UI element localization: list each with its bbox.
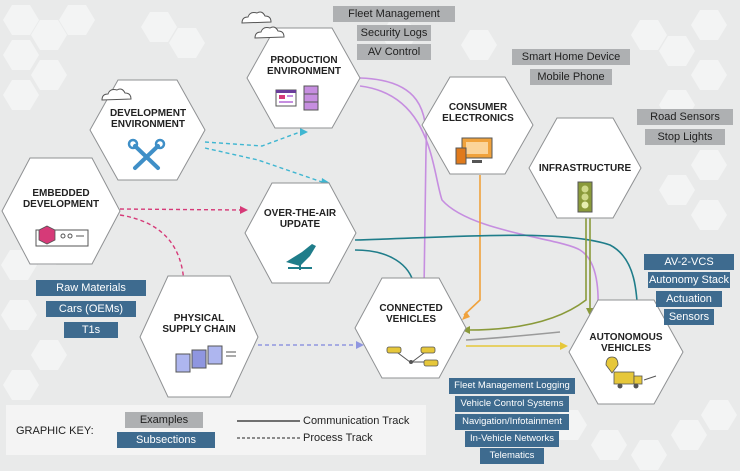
track-production-to-autonomous xyxy=(359,85,599,331)
track-development-to-ota xyxy=(204,147,323,183)
subsection-raw-materials: Raw Materials xyxy=(36,280,146,296)
subsection-vehicle-control-systems: Vehicle Control Systems xyxy=(455,396,569,412)
subsection-av-2-vcs-comms: AV-2-VCS Comms xyxy=(644,254,734,284)
communication-tracks xyxy=(354,77,639,347)
track-connected-to-autonomous-gray xyxy=(465,331,561,341)
example-security-logs: Security Logs xyxy=(357,25,431,41)
node-supply-label: PHYSICAL SUPPLY CHAIN xyxy=(162,313,236,335)
node-connected-label: CONNECTED VEHICLES xyxy=(379,303,443,325)
node-consumer-label: CONSUMER ELECTRONICS xyxy=(442,102,514,124)
node-development-label: DEVELOPMENT ENVIRONMENT xyxy=(109,108,187,130)
process-tracks xyxy=(119,131,356,346)
subsection-in-vehicle-networks: In-Vehicle Networks xyxy=(465,431,559,447)
subsection-autonomy-stack: Autonomy Stack xyxy=(648,272,730,288)
subsection-fleet-management-logging: Fleet Management Logging xyxy=(449,378,575,394)
hex-consumer xyxy=(421,76,534,175)
hex-embedded xyxy=(1,157,121,265)
example-fleet-management: Fleet Management xyxy=(333,6,455,22)
tools-icon xyxy=(127,138,166,170)
key-subsections-box: Subsections xyxy=(117,432,215,448)
server-window-icon xyxy=(275,85,319,111)
hex-infrastructure xyxy=(528,117,642,219)
devices-icon xyxy=(455,137,493,165)
hex-production xyxy=(246,27,361,129)
example-av-control: AV Control xyxy=(357,44,431,60)
track-infrastructure-to-connected xyxy=(467,218,587,331)
hex-development xyxy=(89,79,206,181)
example-road-sensors: Road Sensors xyxy=(637,109,733,125)
plane-download-icon xyxy=(286,244,316,270)
key-title: GRAPHIC KEY: xyxy=(16,425,94,437)
cloud-icon xyxy=(101,11,285,101)
hex-autonomous xyxy=(568,299,684,405)
boxes-icon xyxy=(175,345,236,373)
node-autonomous-label: AUTONOMOUS VEHICLES xyxy=(589,332,663,354)
connected-cars-icon xyxy=(386,346,439,367)
node-hexagons xyxy=(1,27,684,405)
hex-ota xyxy=(244,182,357,284)
track-production-to-connected xyxy=(359,77,428,291)
example-mobile-phone: Mobile Phone xyxy=(530,69,612,85)
autonomous-truck-icon xyxy=(605,356,657,389)
subsection-navigation-infotainment: Navigation/Infotainment xyxy=(455,414,569,430)
key-communication-label: Communication Track xyxy=(303,415,410,427)
track-embedded-to-supply xyxy=(119,214,185,286)
subsection-cars-oems: Cars (OEMs) xyxy=(46,301,136,317)
node-embedded-label: EMBEDDED DEVELOPMENT xyxy=(22,188,100,210)
track-consumer-to-connected xyxy=(463,175,481,316)
node-ota-label: OVER-THE-AIR UPDATE xyxy=(263,208,337,230)
chip-icon xyxy=(35,225,89,247)
subsection-sensors: Sensors xyxy=(664,309,714,325)
node-infrastructure-label: INFRASTRUCTURE xyxy=(538,163,632,174)
subsection-actuation: Actuation xyxy=(656,291,722,307)
subsection-t1s: T1s xyxy=(64,322,118,338)
traffic-light-icon xyxy=(577,181,593,213)
example-smart-home-device: Smart Home Device xyxy=(512,49,630,65)
track-embedded-to-ota xyxy=(119,208,241,211)
key-examples-box: Examples xyxy=(125,412,203,428)
hex-connected xyxy=(354,277,467,379)
track-development-to-production xyxy=(204,131,301,147)
node-production-label: PRODUCTION ENVIRONMENT xyxy=(267,55,341,77)
example-stop-lights: Stop Lights xyxy=(645,129,725,145)
graphic-key xyxy=(6,405,426,455)
subsection-telematics: Telematics xyxy=(480,448,544,464)
hex-supply xyxy=(139,275,259,398)
key-process-label: Process Track xyxy=(303,432,373,444)
